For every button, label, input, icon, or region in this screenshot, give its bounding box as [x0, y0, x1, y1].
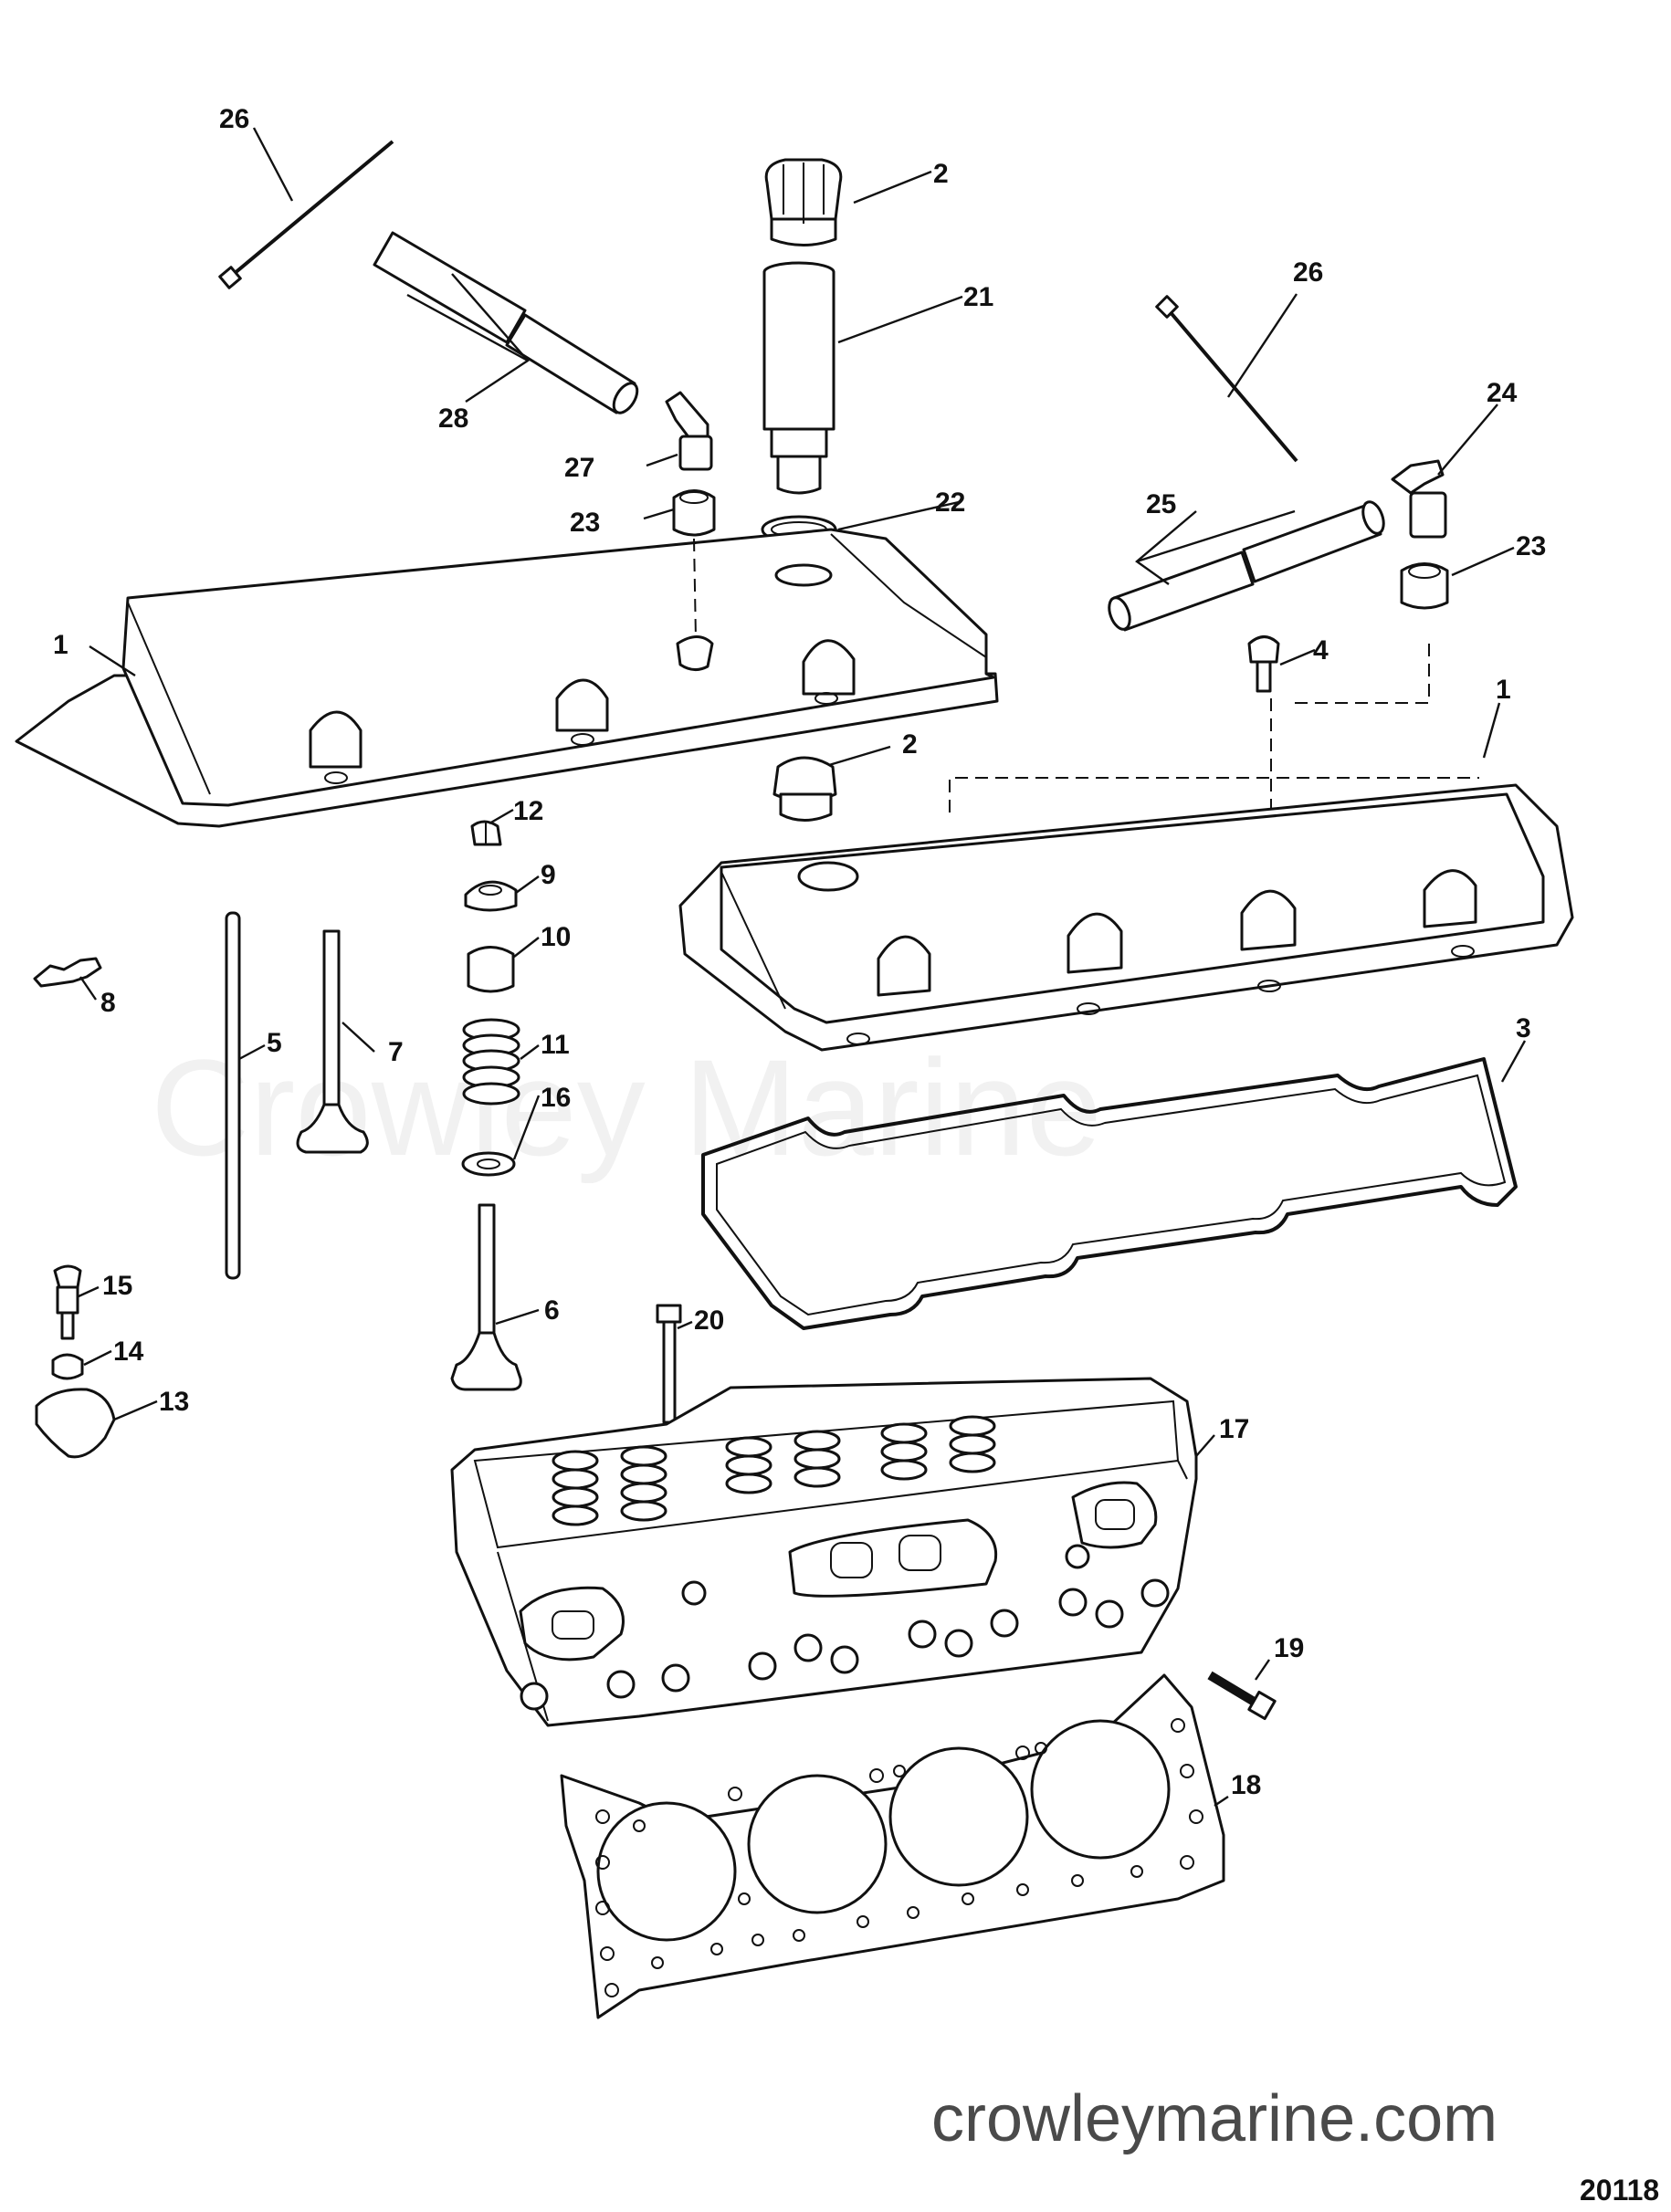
callout-2-top: 2 [933, 159, 949, 189]
part-10-valve-seal [467, 946, 515, 993]
callout-5: 5 [267, 1028, 282, 1058]
part-2-oil-cap-middle [772, 756, 837, 822]
figure-number: 20118 [1580, 2174, 1659, 2207]
dashed-guide-right-3 [949, 777, 1479, 812]
part-2-oil-cap-top [764, 158, 843, 246]
callout-26-left: 26 [219, 104, 249, 134]
part-24-pcv-elbow [1391, 459, 1447, 539]
callout-13: 13 [159, 1387, 189, 1417]
callout-24: 24 [1487, 378, 1518, 408]
callout-15: 15 [102, 1271, 132, 1301]
callout-20: 20 [694, 1305, 724, 1336]
callout-10: 10 [541, 922, 571, 952]
part-1-rocker-cover-right [678, 783, 1574, 1052]
callout-25: 25 [1146, 489, 1176, 519]
part-20-head-bolt [656, 1304, 682, 1424]
callout-12: 12 [513, 796, 543, 826]
callout-14: 14 [113, 1337, 144, 1367]
callout-27: 27 [564, 453, 594, 483]
callout-2-middle: 2 [902, 729, 918, 760]
site-url: crowleymarine.com [931, 2082, 1498, 2155]
watermark-text: Crowley Marine [151, 1031, 1102, 1184]
part-6-valve [450, 1203, 522, 1391]
callout-6: 6 [544, 1295, 560, 1326]
part-11-valve-spring [462, 1018, 520, 1106]
part-23-grommet-right [1400, 562, 1449, 610]
callout-4: 4 [1313, 635, 1329, 666]
part-17-cylinder-head [450, 1377, 1198, 1727]
gasket-holes [595, 1718, 1203, 1997]
head-springs [552, 1415, 996, 1526]
part-27-pcv-elbow [665, 391, 713, 471]
part-16-shim [461, 1151, 516, 1177]
part-28-hose-left [373, 231, 639, 414]
part-26-bolt-left [218, 140, 394, 289]
part-5-pushrod [225, 911, 241, 1280]
part-18-head-gasket [560, 1673, 1225, 2019]
part-21-filler-tube [762, 261, 836, 495]
part-26-bolt-right [1155, 295, 1298, 463]
part-9-spring-cap [464, 880, 518, 912]
part-19-bolt [1207, 1671, 1277, 1721]
part-4-bolt [1247, 635, 1280, 693]
callout-8: 8 [100, 988, 116, 1018]
callout-7: 7 [388, 1037, 404, 1067]
callout-16: 16 [541, 1083, 571, 1113]
part-8-clip [33, 957, 102, 988]
part-3-gasket [701, 1057, 1518, 1330]
callout-1-left: 1 [53, 630, 68, 660]
part-13-rocker-arm [35, 1388, 116, 1459]
callout-17: 17 [1219, 1414, 1249, 1444]
part-25-hose-right [1108, 500, 1385, 632]
callout-23-left: 23 [570, 508, 600, 538]
callout-28: 28 [438, 404, 468, 434]
part-1-rocker-cover-left [15, 528, 999, 828]
callout-18: 18 [1231, 1770, 1261, 1800]
callout-23-right: 23 [1516, 531, 1546, 561]
dashed-guide-left [693, 538, 697, 640]
head-bolt-bosses [520, 1544, 1170, 1711]
part-14-nut [51, 1353, 84, 1380]
leader-lines [78, 127, 1527, 1807]
part-7-valve [296, 929, 369, 1154]
callout-21: 21 [963, 282, 993, 312]
callout-11: 11 [541, 1030, 570, 1060]
callout-22: 22 [935, 487, 965, 518]
part-12-valve-keepers [470, 820, 502, 846]
callout-9: 9 [541, 860, 556, 890]
callout-26-right: 26 [1293, 257, 1323, 288]
callout-3: 3 [1516, 1013, 1531, 1043]
part-15-rocker-stud [53, 1264, 82, 1340]
callout-19: 19 [1274, 1633, 1304, 1663]
callout-labels: 26 2 21 28 27 23 22 1 2 26 24 25 23 4 1 … [53, 104, 1546, 1800]
callout-1-right: 1 [1496, 675, 1511, 705]
part-23-grommet-left [672, 489, 716, 537]
